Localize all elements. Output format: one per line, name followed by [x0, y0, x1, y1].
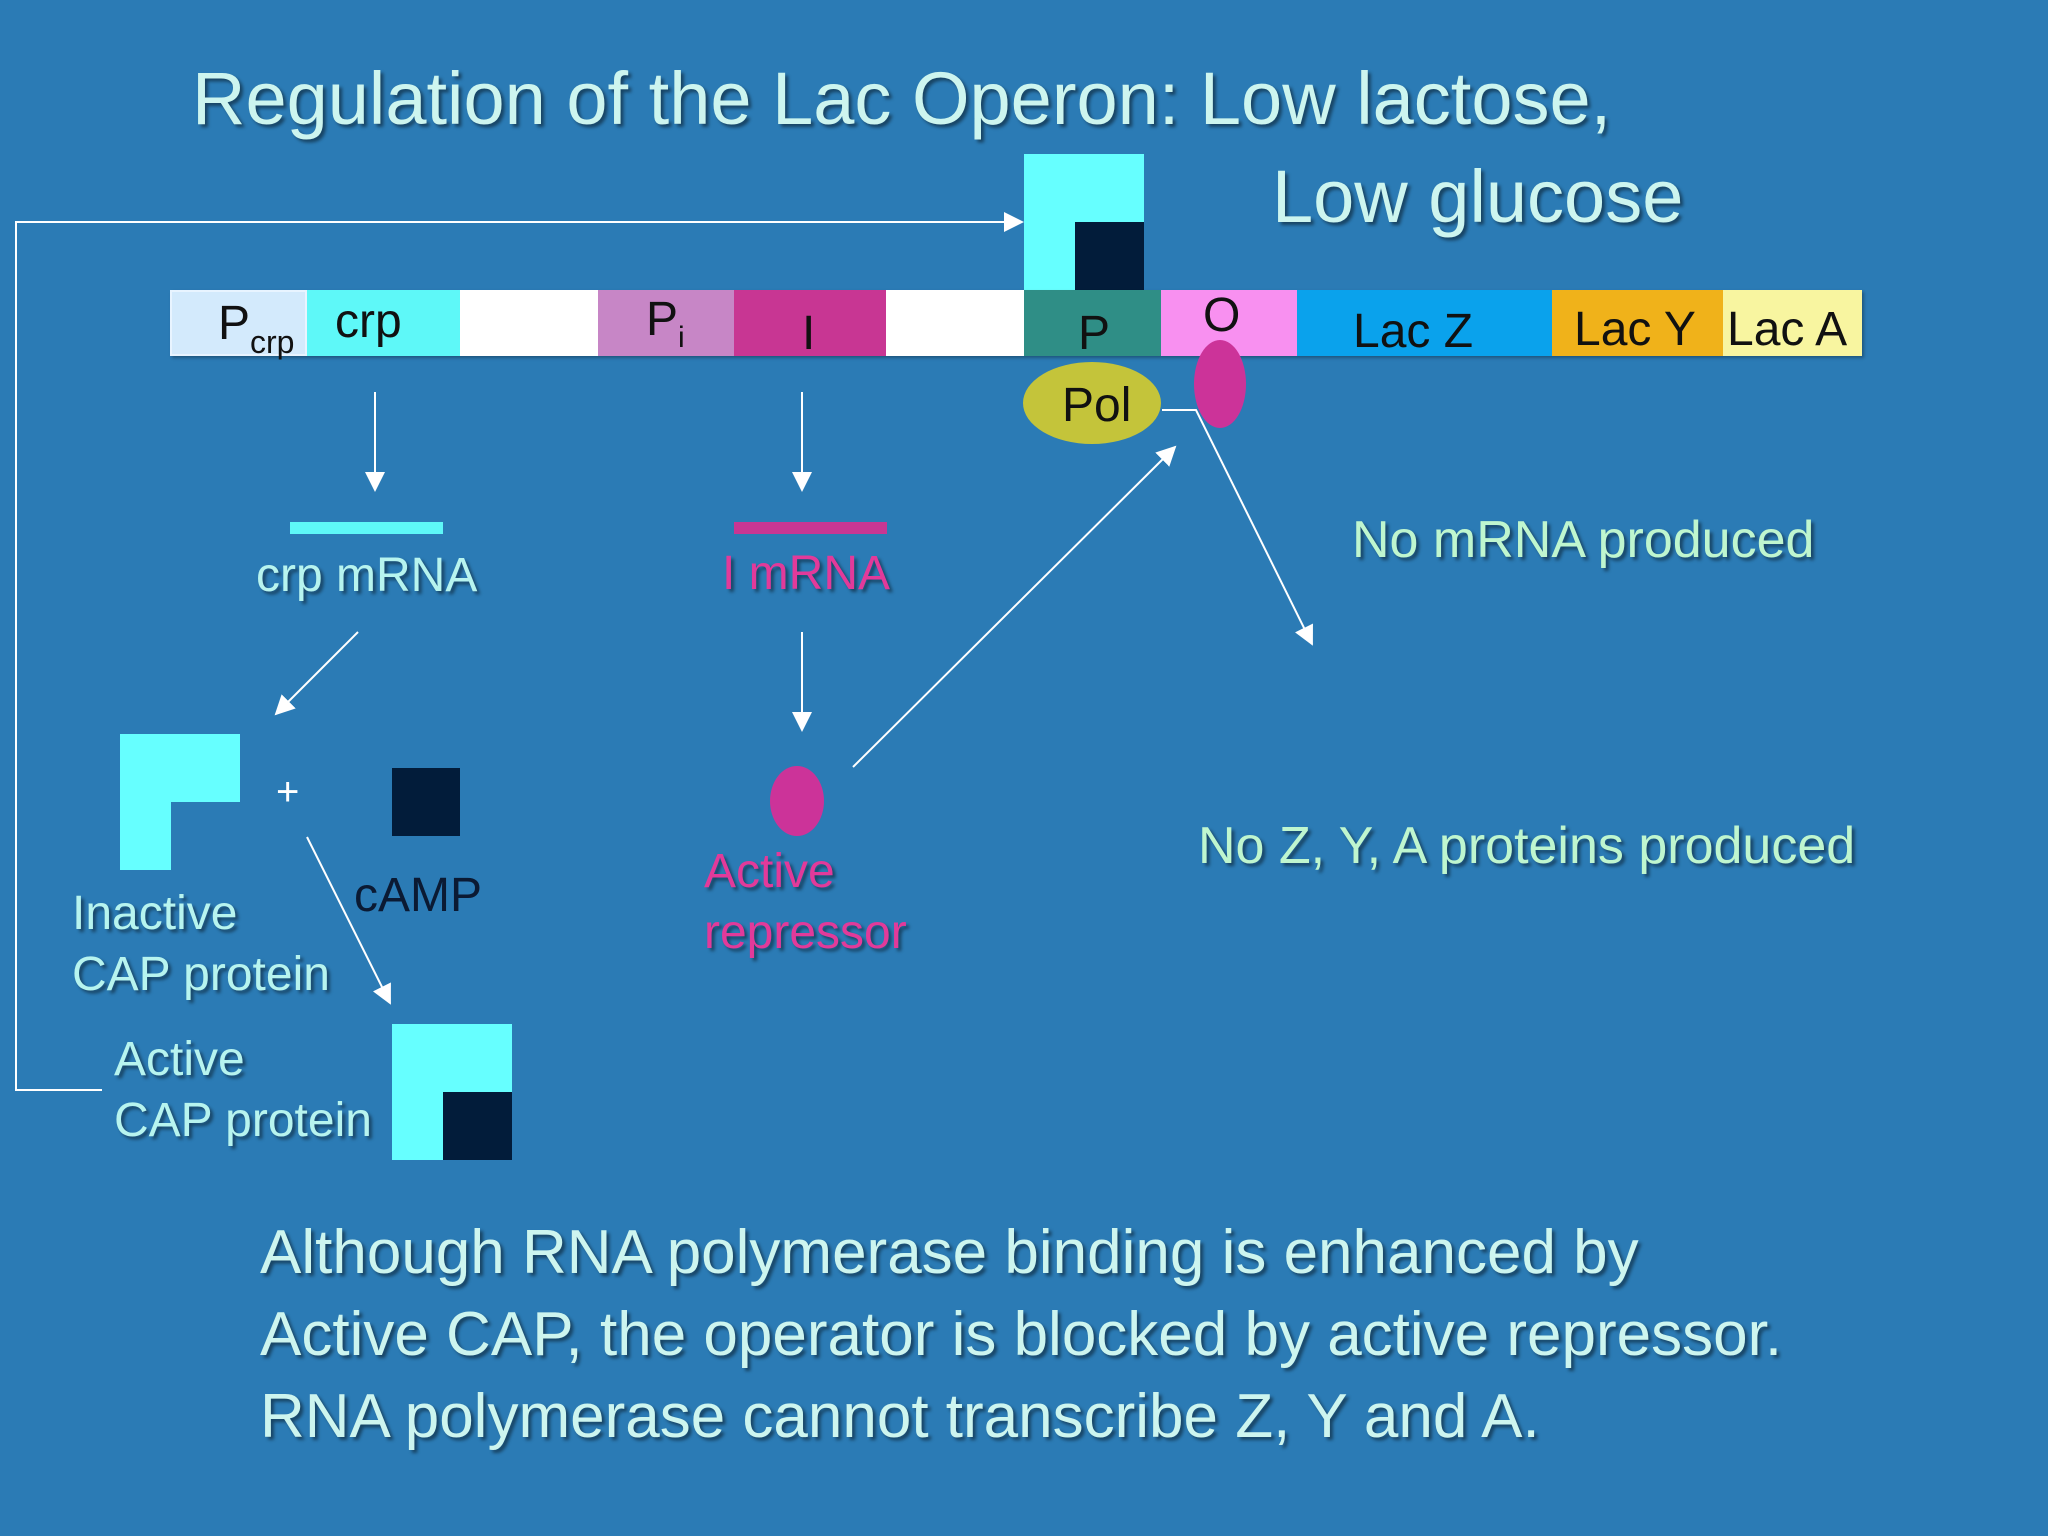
segment-lacy: Lac Y	[1552, 290, 1723, 356]
title-line-2: Low glucose	[1272, 155, 1684, 238]
segment-i-label: I	[802, 307, 816, 360]
segment-lacz-label: Lac Z	[1353, 305, 1474, 358]
arrow-mrna-to-cap	[274, 631, 359, 716]
inactive-cap-label-2: CAP protein	[72, 948, 330, 1001]
crp-mrna-label: crp mRNA	[256, 549, 478, 602]
inactive-cap-label-1: Inactive	[72, 887, 238, 940]
camp-square	[392, 768, 460, 836]
active-repressor-shape	[770, 766, 824, 836]
active-cap-label-1: Active	[114, 1033, 245, 1086]
segment-p-label: P	[1078, 307, 1111, 360]
pol-label: Pol	[1062, 379, 1132, 432]
segment-crp-label: crp	[335, 295, 402, 348]
body-line-2: Active CAP, the operator is blocked by a…	[260, 1300, 1783, 1369]
segment-lacy-label: Lac Y	[1574, 303, 1696, 356]
arrow-to-active-cap	[306, 836, 391, 1005]
body-line-1: Although RNA polymerase binding is enhan…	[260, 1218, 1639, 1287]
arrow-repressor-to-operator	[852, 445, 1177, 768]
title-line-1: Regulation of the Lac Operon: Low lactos…	[192, 57, 1612, 140]
active-repressor-label-1: Active	[704, 845, 835, 898]
active-cap-camp	[443, 1092, 512, 1160]
i-mrna-label: I mRNA	[722, 547, 890, 600]
segment-pcrp: Pcrp	[170, 290, 307, 360]
bound-repressor	[1194, 340, 1246, 428]
segment-laca-label: Lac A	[1727, 303, 1848, 356]
segment-o-label: O	[1203, 289, 1241, 342]
inactive-cap-shape	[120, 734, 240, 870]
i-mrna-bar	[734, 522, 887, 534]
arrow-pol-to-no-mrna	[1162, 409, 1313, 646]
crp-mrna-bar	[290, 522, 443, 534]
rna-polymerase	[1023, 362, 1161, 444]
no-mrna-label: No mRNA produced	[1352, 511, 1815, 569]
segment-p: P	[1024, 290, 1161, 360]
segment-lacz: Lac Z	[1297, 290, 1552, 356]
active-repressor-label-2: repressor	[704, 906, 907, 959]
body-text: Although RNA polymerase binding is enhan…	[260, 1212, 2048, 1458]
active-cap-label-2: CAP protein	[114, 1094, 372, 1147]
segment-pi-label: Pi	[646, 293, 685, 354]
no-proteins-label: No Z, Y, A proteins produced	[1198, 817, 1856, 875]
segment-laca: Lac A	[1723, 290, 1862, 356]
plus-sign: +	[276, 770, 300, 814]
bound-camp	[1075, 222, 1144, 290]
segment-pcrp-label: Pcrp	[218, 297, 295, 360]
segment-i: I	[734, 290, 886, 360]
camp-label: cAMP	[354, 869, 483, 922]
segment-pi: Pi	[598, 290, 734, 356]
cap-feedback-line	[15, 212, 1024, 1091]
body-line-3: RNA polymerase cannot transcribe Z, Y an…	[260, 1382, 1540, 1451]
segment-crp: crp	[307, 290, 460, 356]
